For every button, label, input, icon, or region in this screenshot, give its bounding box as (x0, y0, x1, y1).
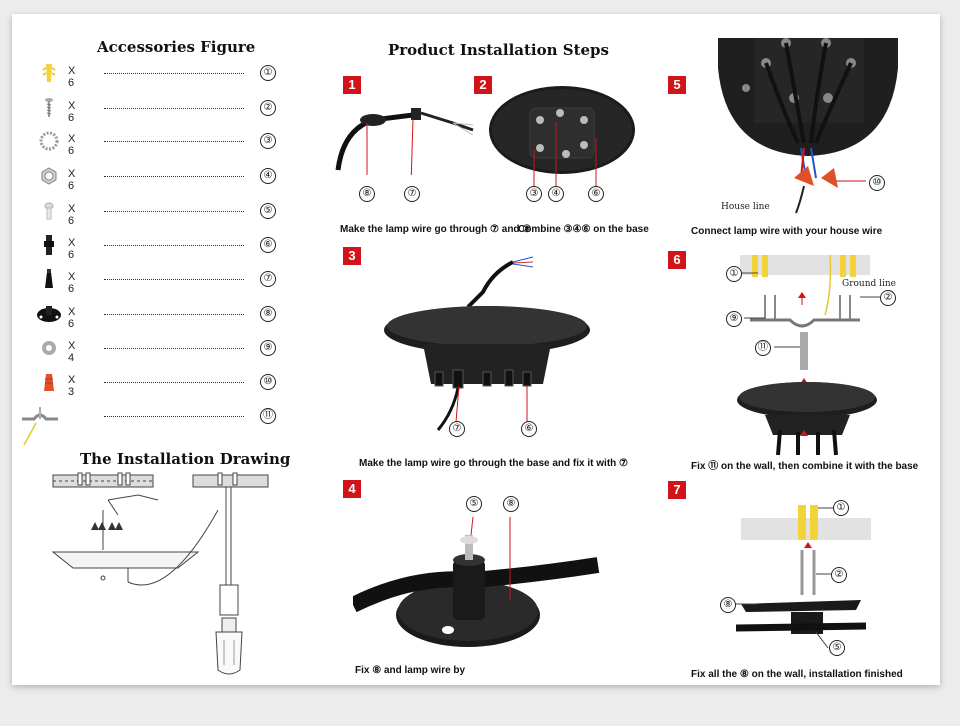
accessory-quantity: X 6 (68, 237, 76, 261)
nut-icon (36, 165, 62, 187)
accessory-number: ② (260, 100, 276, 116)
leader-line (104, 141, 244, 142)
lamp-base-icon (36, 303, 62, 325)
house-line-label: House line (721, 202, 770, 212)
step-1-label-7: ⑦ (404, 186, 420, 202)
cable-grip-icon (36, 268, 62, 290)
accessory-number: ⑤ (260, 203, 276, 219)
accessory-number: ⑦ (260, 271, 276, 287)
leader-line (104, 73, 244, 74)
step-5-label-10: ⑩ (869, 175, 885, 191)
step-4-label-8: ⑧ (503, 496, 519, 512)
step-6-label-9: ⑨ (726, 311, 742, 327)
step-4-badge: 4 (343, 480, 361, 498)
step-7-badge: 7 (668, 481, 686, 499)
accessory-number: ④ (260, 168, 276, 184)
step-7-label-5: ⑤ (829, 640, 845, 656)
accessory-quantity: X 6 (68, 203, 76, 227)
leader-line (104, 279, 244, 280)
installation-drawing (51, 472, 269, 675)
step-4-illustration (353, 516, 600, 647)
leader-line (104, 211, 244, 212)
accessory-quantity: X 6 (68, 133, 76, 157)
step-1-caption: Make the lamp wire go through ⑦ and ⑧ (340, 224, 532, 235)
step-2-label-4: ④ (548, 186, 564, 202)
step-1-illustration (335, 108, 474, 175)
drawing-title: The Installation Drawing (80, 450, 291, 468)
screw-icon (36, 97, 62, 119)
step-4-caption: Fix ⑧ and lamp wire by (355, 665, 466, 676)
accessory-quantity: X 6 (68, 100, 76, 124)
leader-line (104, 348, 244, 349)
step-7-caption: Fix all the ⑧ on the wall, installation … (691, 669, 903, 680)
accessory-quantity: X 3 (68, 374, 76, 398)
step-5-badge: 5 (668, 76, 686, 94)
accessory-number: ⑧ (260, 306, 276, 322)
step-7-label-1: ① (833, 500, 849, 516)
leader-line (104, 382, 244, 383)
step-3-label-7: ⑦ (449, 421, 465, 437)
toothed-washer-icon (36, 130, 62, 152)
ground-line-label: Ground line (842, 279, 897, 289)
leader-line (104, 245, 244, 246)
step-4-label-5: ⑤ (466, 496, 482, 512)
step-5-caption: Connect lamp wire with your house wire (691, 226, 883, 237)
small-bolt-icon (36, 200, 62, 222)
cable-gland-icon (36, 234, 62, 256)
accessories-title: Accessories Figure (97, 38, 256, 56)
accessory-quantity: X 6 (68, 168, 76, 192)
accessory-quantity: X 6 (68, 306, 76, 330)
step-7-label-2: ② (831, 567, 847, 583)
step-3-caption: Make the lamp wire go through the base a… (359, 458, 628, 469)
step-7-label-8: ⑧ (720, 597, 736, 613)
leader-line (104, 176, 244, 177)
leader-line (104, 416, 244, 417)
step-2-caption: Combine ③④⑥ on the base (518, 224, 649, 235)
step-2-illustration (489, 86, 635, 188)
step-6-illustration (737, 254, 880, 456)
step-1-label-8: ⑧ (359, 186, 375, 202)
wall-anchor-icon (36, 62, 62, 84)
step-1-badge: 1 (343, 76, 361, 94)
step-3-badge: 3 (343, 247, 361, 265)
step-2-label-3: ③ (526, 186, 542, 202)
step-6-badge: 6 (668, 251, 686, 269)
accessory-number: ⑥ (260, 237, 276, 253)
accessory-number: ⑩ (260, 374, 276, 390)
step-5-illustration (718, 38, 898, 214)
step-3-illustration (384, 256, 590, 431)
accessory-quantity: X 6 (68, 65, 76, 89)
accessory-number: ⑪ (260, 408, 276, 424)
step-3-label-6: ⑥ (521, 421, 537, 437)
step-7-illustration (736, 505, 871, 649)
leader-line (104, 314, 244, 315)
accessory-quantity: X 6 (68, 271, 76, 295)
step-2-label-6: ⑥ (588, 186, 604, 202)
accessory-quantity: X 4 (68, 340, 76, 364)
step-6-caption: Fix ⑪ on the wall, then combine it with … (691, 461, 919, 472)
leader-line (104, 108, 244, 109)
mounting-bracket-icon (20, 399, 58, 446)
step-2-badge: 2 (474, 76, 492, 94)
step-6-label-2: ② (880, 290, 896, 306)
wire-connector-icon (36, 371, 62, 393)
step-6-label-1: ① (726, 266, 742, 282)
flat-washer-icon (36, 337, 62, 359)
steps-title: Product Installation Steps (388, 41, 609, 59)
accessory-number: ⑨ (260, 340, 276, 356)
accessory-number: ① (260, 65, 276, 81)
step-6-label-11: ⑪ (755, 340, 771, 356)
accessory-number: ③ (260, 133, 276, 149)
